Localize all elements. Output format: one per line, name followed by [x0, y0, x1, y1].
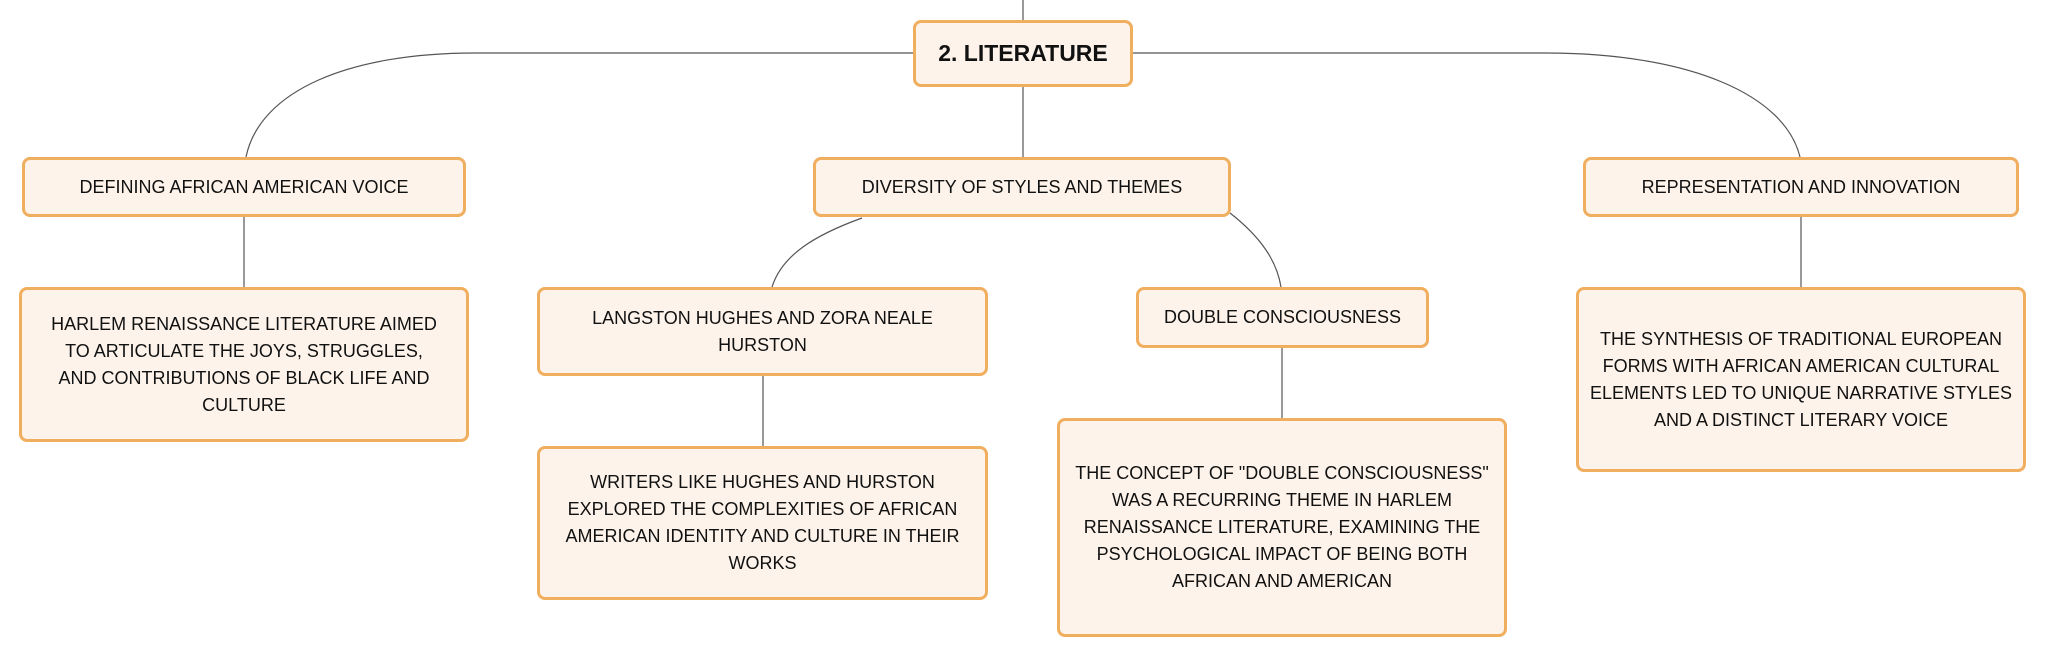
node-defining-voice[interactable]: DEFINING AFRICAN AMERICAN VOICE — [22, 157, 466, 217]
node-concept-double[interactable]: THE CONCEPT OF "DOUBLE CONSCIOUSNESS" WA… — [1057, 418, 1507, 637]
node-label: THE CONCEPT OF "DOUBLE CONSCIOUSNESS" WA… — [1075, 463, 1489, 591]
connector-root-to-voice — [245, 52, 913, 158]
root-node[interactable]: 2. LITERATURE — [913, 20, 1133, 87]
node-label: HARLEM RENAISSANCE LITERATURE AIMED TO A… — [51, 313, 437, 415]
node-label: DOUBLE CONSCIOUSNESS — [1163, 307, 1402, 327]
node-label: THE SYNTHESIS OF TRADITIONAL EUROPEAN FO… — [1589, 328, 2013, 430]
node-representation[interactable]: REPRESENTATION AND INNOVATION — [1583, 157, 2019, 217]
connector-diversity-to-hughes — [771, 217, 863, 288]
node-synthesis[interactable]: THE SYNTHESIS OF TRADITIONAL EUROPEAN FO… — [1576, 287, 2026, 472]
connector-diversity-to-double — [1229, 212, 1282, 288]
node-diversity[interactable]: DIVERSITY OF STYLES AND THEMES — [813, 157, 1231, 217]
node-harlem-literature[interactable]: HARLEM RENAISSANCE LITERATURE AIMED TO A… — [19, 287, 469, 442]
root-label: 2. LITERATURE — [938, 40, 1108, 66]
node-double-consciousness[interactable]: DOUBLE CONSCIOUSNESS — [1136, 287, 1429, 348]
connector-root-to-representation — [1133, 52, 1801, 158]
node-label: REPRESENTATION AND INNOVATION — [1641, 176, 1961, 197]
node-label: LANGSTON HUGHES AND ZORA NEALE HURSTON — [592, 307, 933, 355]
node-writers-explored[interactable]: WRITERS LIKE HUGHES AND HURSTON EXPLORED… — [537, 446, 988, 600]
node-hughes-hurston[interactable]: LANGSTON HUGHES AND ZORA NEALE HURSTON — [537, 287, 988, 376]
node-label: DEFINING AFRICAN AMERICAN VOICE — [79, 176, 409, 197]
node-label: DIVERSITY OF STYLES AND THEMES — [861, 176, 1183, 197]
node-label: WRITERS LIKE HUGHES AND HURSTON EXPLORED… — [565, 472, 960, 573]
